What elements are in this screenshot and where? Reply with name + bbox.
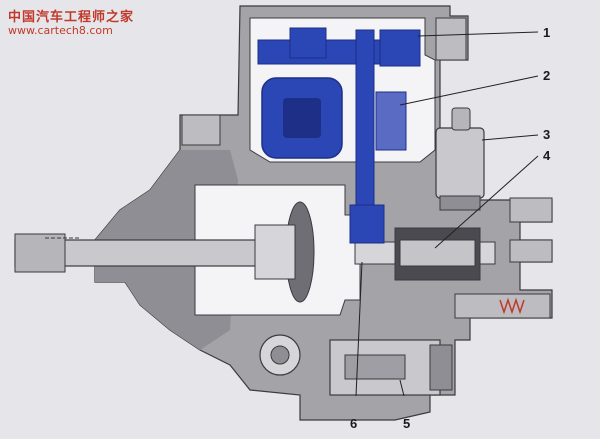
leader-line-6 [355, 261, 363, 397]
shutoff-solenoid-cap [451, 107, 471, 131]
plunger-bore [399, 239, 476, 267]
leader-line-5 [399, 379, 405, 397]
callout-2: 2 [543, 68, 551, 83]
leader-line-3 [481, 134, 539, 141]
control-bracket [379, 29, 421, 67]
callout-4: 4 [543, 148, 551, 163]
timing-device-cap [429, 344, 453, 391]
drive-shaft-tip [14, 233, 66, 273]
roller-ring [254, 224, 296, 280]
solenoid-core [283, 98, 321, 138]
callout-3: 3 [543, 127, 551, 142]
outlet-fitting-middle [509, 239, 553, 263]
governor-cover-right [435, 17, 467, 61]
control-collar [349, 204, 385, 244]
callout-5: 5 [403, 416, 411, 431]
leader-line-2 [399, 75, 539, 106]
callout-6: 6 [350, 416, 358, 431]
watermark-site-name: 中国汽车工程师之家 [8, 10, 135, 25]
watermark-url: www.cartech8.com [8, 24, 113, 37]
timing-device-piston [344, 354, 406, 380]
outlet-fitting-upper [509, 197, 553, 223]
governor-cover-left [181, 114, 221, 146]
governor-springs [375, 91, 407, 151]
control-shaft [355, 29, 375, 236]
pressure-valve-spring [499, 297, 525, 315]
leader-lines [355, 31, 539, 397]
control-lever-block [289, 27, 327, 59]
feed-pump-port-inner [270, 345, 290, 365]
leader-line-4 [434, 155, 539, 249]
shutoff-solenoid-thread [439, 195, 481, 211]
leader-line-1 [417, 31, 539, 37]
callout-1: 1 [543, 25, 551, 40]
shutoff-solenoid-body [435, 127, 485, 199]
